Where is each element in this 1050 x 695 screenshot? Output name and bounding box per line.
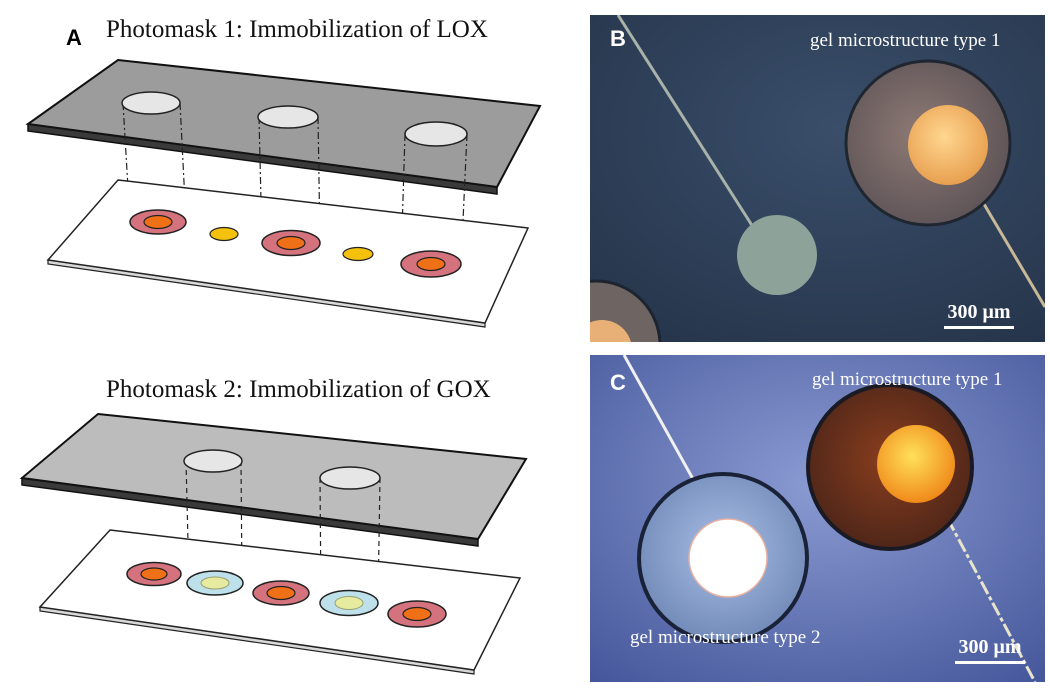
panel-b-scale-line — [944, 326, 1014, 329]
panel-b-letter: B — [610, 26, 626, 51]
yellow-dot — [209, 226, 239, 242]
photomask-2-plate — [19, 412, 528, 541]
lox-spot — [387, 600, 447, 628]
mask-1-opening — [257, 105, 319, 129]
photomask-1-heading: Photomask 1: Immobilization of LOX — [106, 16, 488, 43]
panel-b-scale-bar: 300 μm — [944, 301, 1014, 329]
panel-c-scale-bar: 300 μm — [955, 636, 1025, 664]
micrograph-c: C gel microstructure type 1 gel microstr… — [590, 355, 1045, 682]
photomask-schematic — [19, 58, 542, 675]
panel-c-caption-type-1: gel microstructure type 1 — [812, 369, 1003, 390]
micrograph-c-image — [590, 355, 1045, 682]
gox-spot — [186, 570, 244, 596]
gel-core-orange — [877, 425, 955, 503]
panel-b-caption: gel microstructure type 1 — [810, 30, 1001, 51]
mask-2-opening — [319, 466, 381, 490]
mask-2-opening — [183, 449, 243, 473]
panel-c-caption-type-2: gel microstructure type 2 — [630, 627, 821, 648]
mask-1-opening — [404, 121, 468, 147]
gel-core-white — [688, 518, 768, 598]
gel-spot-small — [737, 215, 817, 295]
photomask-2-assembly — [19, 412, 528, 675]
panel-c-scale-label: 300 μm — [958, 636, 1022, 658]
lox-spot — [129, 209, 187, 235]
panel-c-letter: C — [610, 370, 626, 395]
panel-c-scale-line — [955, 661, 1025, 664]
panel-b-scale-label: 300 μm — [947, 301, 1011, 323]
lox-spot — [261, 229, 321, 257]
lox-spot — [400, 250, 462, 278]
panel-a-letter: A — [66, 25, 82, 50]
gox-spot — [319, 589, 379, 617]
lox-spot — [126, 561, 182, 587]
micrograph-b: B gel microstructure type 1 300 μm — [590, 15, 1045, 342]
yellow-dot — [342, 246, 374, 262]
photomask-1-assembly — [25, 58, 542, 328]
micrograph-b-image — [590, 15, 1045, 342]
mask-1-opening — [121, 91, 181, 115]
photomask-2-heading: Photomask 2: Immobilization of GOX — [106, 376, 491, 403]
gel-core — [908, 105, 988, 185]
lox-spot — [252, 580, 310, 606]
